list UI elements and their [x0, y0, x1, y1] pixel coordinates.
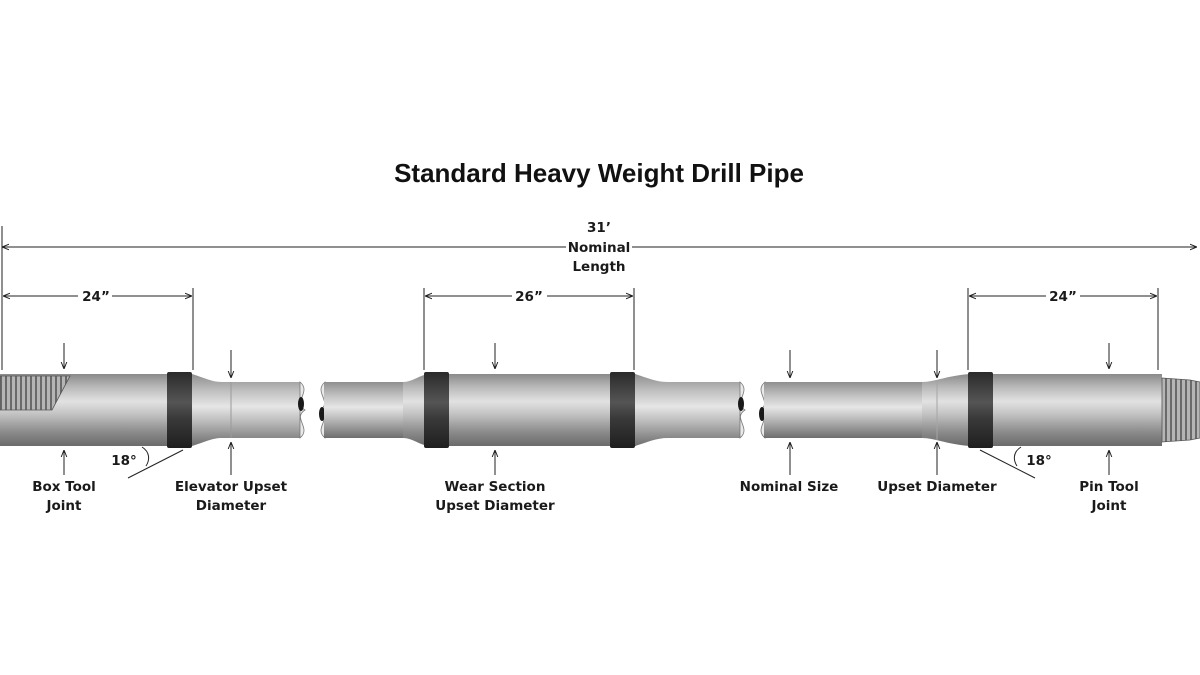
pin-hardband: [968, 372, 993, 448]
label-elevator-upset-2: Diameter: [196, 498, 267, 514]
wear-section-length: 26”: [515, 289, 543, 305]
label-pin-tool-joint-2: Joint: [1091, 498, 1128, 514]
top-arrows: [64, 343, 1109, 378]
label-box-tool-joint-1: Box Tool: [32, 479, 96, 495]
pipe-segment-left: [0, 372, 306, 448]
overall-length-label-2: Length: [572, 259, 625, 275]
bottom-arrows: [64, 442, 1109, 475]
label-box-tool-joint-2: Joint: [46, 498, 83, 514]
pipe-segment-right: [759, 372, 1200, 448]
wear-hardband-left: [424, 372, 449, 448]
pin-thread: [1161, 377, 1200, 443]
pin-angle-indicator: 18°: [979, 446, 1052, 479]
diagram-title: Standard Heavy Weight Drill Pipe: [394, 158, 804, 188]
box-hardband: [167, 372, 192, 448]
overall-length-label-1: Nominal: [568, 240, 631, 256]
pin-taper-angle: 18°: [1026, 453, 1052, 469]
label-elevator-upset-1: Elevator Upset: [175, 479, 288, 495]
box-joint-length: 24”: [82, 289, 110, 305]
box-taper: [192, 374, 300, 446]
overall-length-dimension: 31’ Nominal Length: [1, 220, 1197, 370]
pipe-segment-middle: [319, 372, 746, 448]
label-nominal-size: Nominal Size: [740, 479, 839, 495]
label-wear-section-1: Wear Section: [445, 479, 546, 495]
pin-tool-joint-body: [968, 374, 1162, 446]
pin-joint-length: 24”: [1049, 289, 1077, 305]
box-thread-cutaway: [0, 375, 71, 411]
component-labels: Box Tool Joint Elevator Upset Diameter W…: [32, 479, 1139, 514]
label-wear-section-2: Upset Diameter: [435, 498, 555, 514]
wear-section-body: [426, 374, 636, 446]
label-pin-tool-joint-1: Pin Tool: [1079, 479, 1138, 495]
overall-length-value: 31’: [587, 220, 611, 236]
wear-hardband-right: [610, 372, 635, 448]
box-joint-dimension: 24”: [3, 288, 194, 370]
pin-joint-dimension: 24”: [967, 288, 1159, 370]
box-angle-indicator: 18°: [111, 446, 184, 479]
wear-section-dimension: 26”: [423, 288, 635, 370]
box-taper-angle: 18°: [111, 453, 137, 469]
label-upset-diameter: Upset Diameter: [877, 479, 997, 495]
